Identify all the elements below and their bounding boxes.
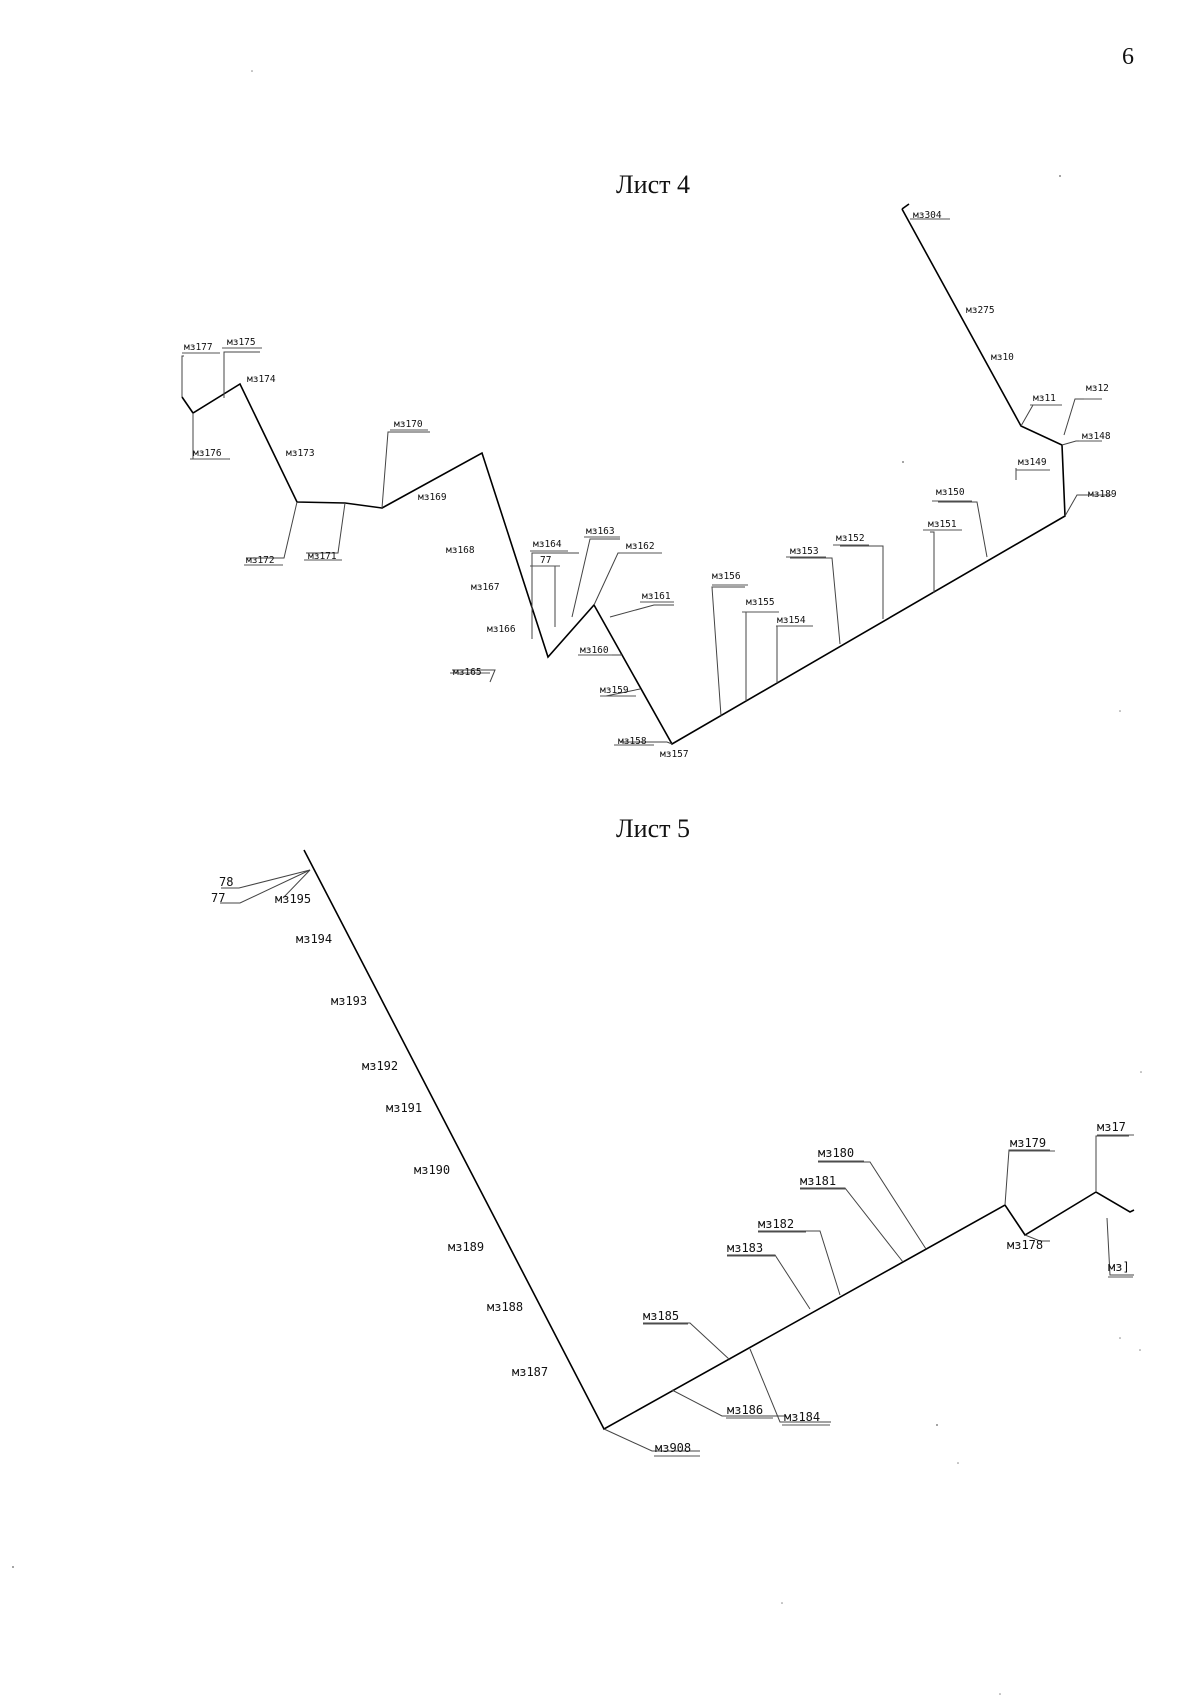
sheet-4-main-route [181,208,1066,746]
label-mz304: мз304 [913,210,942,221]
label-mz174: мз174 [247,374,276,385]
label-mz149: мз149 [1018,457,1047,468]
label-mz178: мз178 [1007,1238,1043,1252]
sheet-5-leaders [220,869,1134,1452]
label-mz154: мз154 [777,615,806,626]
label-mz17-cut: мз17 [1097,1120,1126,1134]
label-mz169: мз169 [418,492,447,503]
sheet-4-diagram: мз304 мз275 мз10 мз11 мз12 мз148 мз149 м… [181,203,1117,760]
label-mz153: мз153 [790,546,819,557]
label-mz158: мз158 [618,736,647,747]
sheet-4-underlines [182,218,1112,746]
scan-specks [12,70,1142,1695]
sheet-5-underlines [643,1134,1134,1457]
label-mz160: мз160 [580,645,609,656]
label-mz194: мз194 [296,932,332,946]
label-mz193: мз193 [331,994,367,1008]
label-mz148: мз148 [1082,431,1111,442]
sheet-4-spur-304 [901,203,910,210]
sheet-5-labels: 78 77 мз195 мз194 мз193 мз192 мз191 мз19… [211,875,1130,1455]
sheet-5-title: Лист 5 [616,814,690,843]
label-mz171: мз171 [308,551,337,562]
label-mz155: мз155 [746,597,775,608]
label-mz165: мз165 [453,667,482,678]
label-mz176: мз176 [193,448,222,459]
label-mz163: мз163 [586,526,615,537]
label-mz12: мз12 [1086,383,1109,394]
label-mz275: мз275 [966,305,995,316]
label-mz167: мз167 [471,582,500,593]
label-mz189-sheet5: мз189 [448,1240,484,1254]
label-mz189: мз189 [1088,489,1117,500]
label-mz908: мз908 [655,1441,691,1455]
label-mz186: мз186 [727,1403,763,1417]
label-mz150: мз150 [936,487,965,498]
label-mz173: мз173 [286,448,315,459]
label-mz156: мз156 [712,571,741,582]
label-mz181: мз181 [800,1174,836,1188]
label-mz179: мз179 [1010,1136,1046,1150]
label-mz187: мз187 [512,1365,548,1379]
sheet-5-diagram: 78 77 мз195 мз194 мз193 мз192 мз191 мз19… [211,849,1135,1457]
label-mz166: мз166 [487,624,516,635]
sheet-4-labels: мз304 мз275 мз10 мз11 мз12 мз148 мз149 м… [184,210,1117,760]
label-mz157: мз157 [660,749,689,760]
label-mz168: мз168 [446,545,475,556]
label-mz195: мз195 [275,892,311,906]
label-mz170: мз170 [394,419,423,430]
label-78: 78 [219,875,233,889]
label-mz164: мз164 [533,539,562,550]
label-mz11: мз11 [1033,393,1056,404]
label-mz172: мз172 [246,555,275,566]
label-mz184: мз184 [784,1410,820,1424]
sheet-4-title: Лист 4 [616,170,690,199]
label-mz191: мз191 [386,1101,422,1115]
label-mz188: мз188 [487,1300,523,1314]
label-mz192: мз192 [362,1059,398,1073]
label-mz-cut: мз] [1108,1260,1130,1274]
label-mz152: мз152 [836,533,865,544]
label-mz10: мз10 [991,352,1014,363]
label-mz185: мз185 [643,1309,679,1323]
label-mz159: мз159 [600,685,629,696]
label-mz175: мз175 [227,337,256,348]
label-mz151: мз151 [928,519,957,530]
label-mz183: мз183 [727,1241,763,1255]
page-number: 6 [1122,44,1134,70]
label-mz162: мз162 [626,541,655,552]
label-mz190: мз190 [414,1163,450,1177]
label-mz161: мз161 [642,591,671,602]
label-77-sheet5: 77 [211,891,225,905]
label-mz180: мз180 [818,1146,854,1160]
label-77-sheet4: 77 [540,555,551,566]
label-mz177: мз177 [184,342,213,353]
label-mz182: мз182 [758,1217,794,1231]
